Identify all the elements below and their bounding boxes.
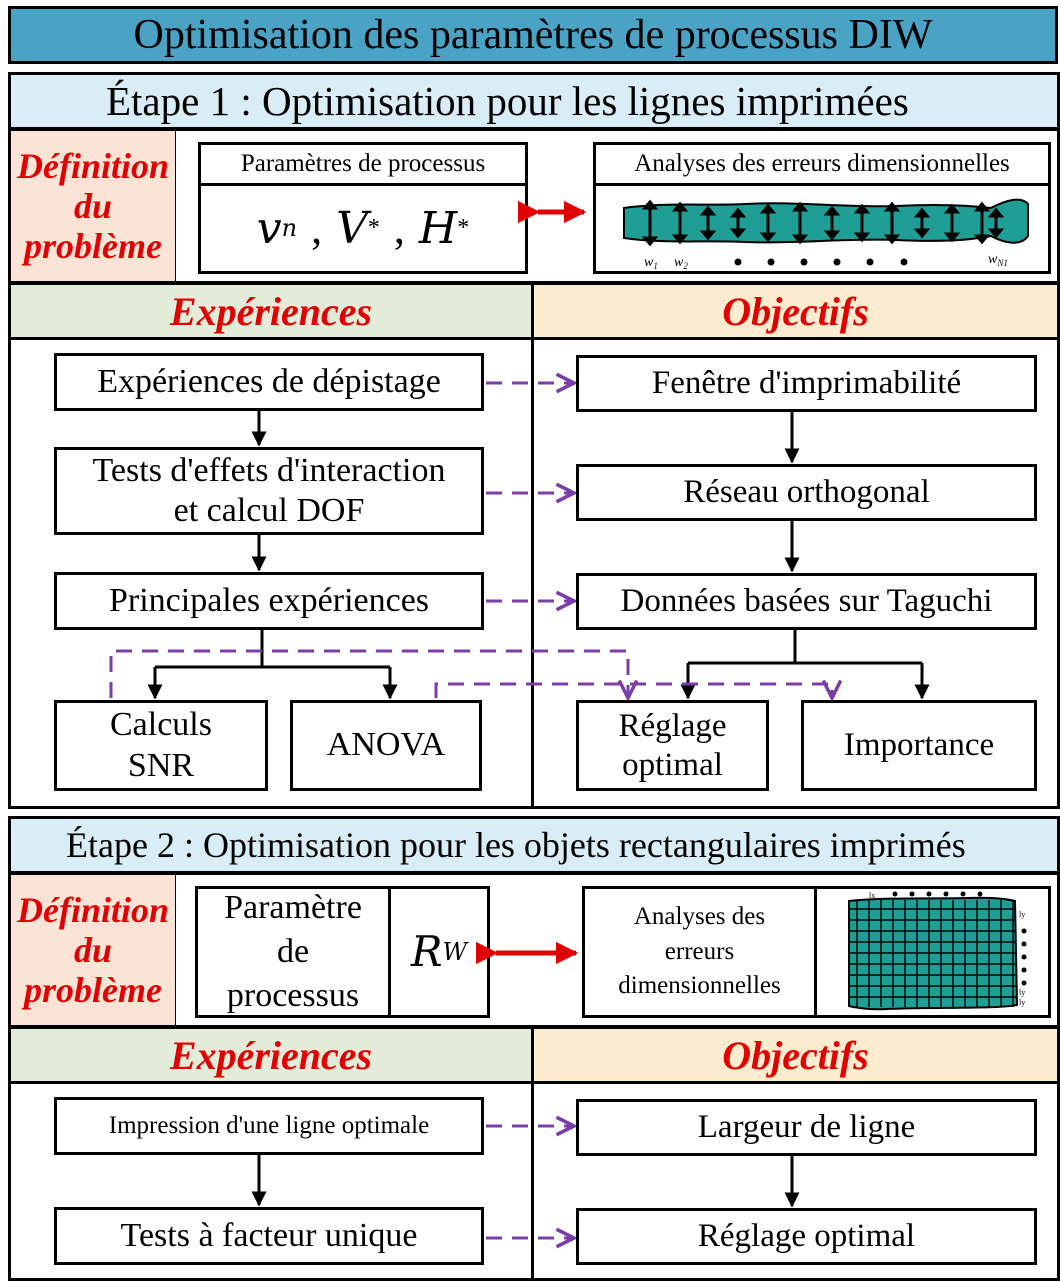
exp-optimal-line-box: Impression d'une ligne optimale xyxy=(54,1097,484,1155)
obj-line-width-box: Largeur de ligne xyxy=(576,1099,1037,1156)
width-tick-head xyxy=(699,230,717,241)
main-title: Optimisation des paramètres de processus… xyxy=(133,12,933,58)
width-tick-head xyxy=(883,234,901,245)
svg-text:w1: w1 xyxy=(644,255,658,271)
svg-text:ly: ly xyxy=(1019,988,1025,997)
svg-text:wN1: wN1 xyxy=(988,252,1008,268)
definition-word-3: problème xyxy=(24,226,162,267)
stage2-experiences-header: Expériences xyxy=(8,1026,534,1084)
main-title-bar: Optimisation des paramètres de processus… xyxy=(8,6,1058,64)
width-tick-head xyxy=(913,228,931,239)
stage1-params-header: Paramètres de processus xyxy=(201,145,525,186)
width-tick-head xyxy=(671,234,689,245)
width-tick-head xyxy=(973,201,991,212)
svg-text:ly: ly xyxy=(1019,998,1025,1007)
width-tick-head xyxy=(641,236,659,247)
s2-definition-word-1: Définition xyxy=(16,889,169,930)
width-tick-head xyxy=(913,207,931,218)
exp-screening-box: Expériences de dépistage xyxy=(54,353,484,411)
width-tick-head xyxy=(883,201,901,212)
width-tick-head xyxy=(853,203,871,214)
obj-importance-box: Importance xyxy=(801,700,1037,791)
width-tick-head xyxy=(729,207,747,218)
obj-orthogonal-box: Réseau orthogonal xyxy=(576,464,1037,521)
stage2-experiences-label: Expériences xyxy=(169,1032,373,1078)
stage2-objectifs-label: Objectifs xyxy=(722,1032,869,1078)
exp-anova-box: ANOVA xyxy=(290,700,482,791)
width-tick-head xyxy=(791,234,809,245)
stage1-experiences-label: Expériences xyxy=(169,288,373,334)
width-tick-head xyxy=(943,232,961,243)
stage1-analysis-box: Analyses des erreurs dimensionnelles w1 … xyxy=(593,142,1051,274)
stage1-analysis-header: Analyses des erreurs dimensionnelles xyxy=(596,145,1048,186)
obj-taguchi-box: Données basées sur Taguchi xyxy=(576,573,1037,630)
stage2-definition-panel: Définition du problème xyxy=(8,872,178,1028)
width-tick-head xyxy=(943,203,961,214)
width-tick-head xyxy=(791,201,809,212)
stage1-experiences-header: Expériences xyxy=(8,282,534,340)
s2-definition-word-3: problème xyxy=(24,970,162,1011)
exp-single-factor-box: Tests à facteur unique xyxy=(54,1207,484,1265)
svg-text:ly: ly xyxy=(1019,910,1025,919)
width-tick-head xyxy=(759,203,777,214)
obj-window-box: Fenêtre d'imprimabilité xyxy=(576,355,1037,412)
obj-optimal-s2-box: Réglage optimal xyxy=(576,1208,1037,1265)
stage2-title: Étape 2 : Optimisation pour les objets r… xyxy=(66,825,966,865)
width-tick-head xyxy=(823,230,841,241)
width-tick-head xyxy=(699,205,717,216)
definition-word-1: Définition xyxy=(16,145,169,186)
width-tick-head xyxy=(729,228,747,239)
printed-line-illustration: w1 w2 wN1 xyxy=(623,198,1029,271)
dash-snr-to-optimal xyxy=(109,649,628,698)
arrow-main-to-snr-anova xyxy=(155,630,390,669)
s2-definition-word-2: du xyxy=(73,929,113,970)
exp-main-box: Principales expériences xyxy=(54,572,484,630)
svg-text:w2: w2 xyxy=(674,255,688,271)
width-tick-head xyxy=(987,207,1005,218)
width-tick-head xyxy=(987,228,1005,239)
stage1-title: Étape 1 : Optimisation pour les lignes i… xyxy=(106,78,909,124)
definition-word-2: du xyxy=(73,185,113,226)
printed-rectangle-illustration: lx ly ly ly xyxy=(848,891,1027,1011)
width-tick-head xyxy=(641,199,659,210)
width-tick-head xyxy=(853,232,871,243)
svg-text:lx: lx xyxy=(869,891,875,900)
stage1-objectifs-label: Objectifs xyxy=(722,288,869,334)
width-tick-head xyxy=(671,201,689,212)
stage1-definition-panel: Définition du problème xyxy=(8,128,178,284)
width-tick-head xyxy=(973,234,991,245)
width-tick-head xyxy=(759,232,777,243)
arrow-taguchi-branch xyxy=(688,630,922,665)
width-tick-head xyxy=(823,205,841,216)
dash-anova-to-importance xyxy=(434,684,832,698)
